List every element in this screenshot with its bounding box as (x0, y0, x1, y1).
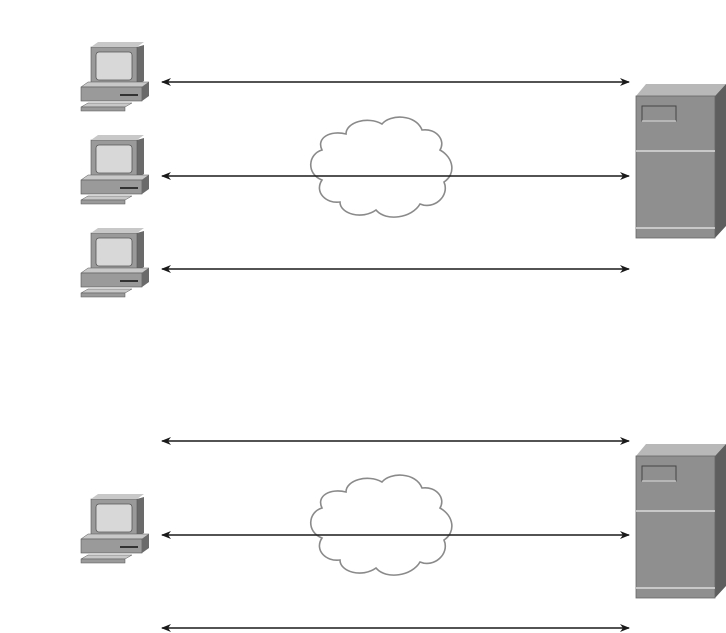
top-client-2-icon (81, 135, 149, 204)
top-client-1-icon (81, 42, 149, 111)
top-client-3-icon (81, 228, 149, 297)
bottom-server-icon (636, 444, 726, 598)
top-server-icon (636, 84, 726, 238)
top-panel (81, 42, 726, 297)
bottom-client-icon (81, 494, 149, 563)
bottom-panel (81, 441, 726, 628)
bottom-cloud-icon (311, 475, 452, 575)
top-cloud-icon (311, 117, 452, 217)
